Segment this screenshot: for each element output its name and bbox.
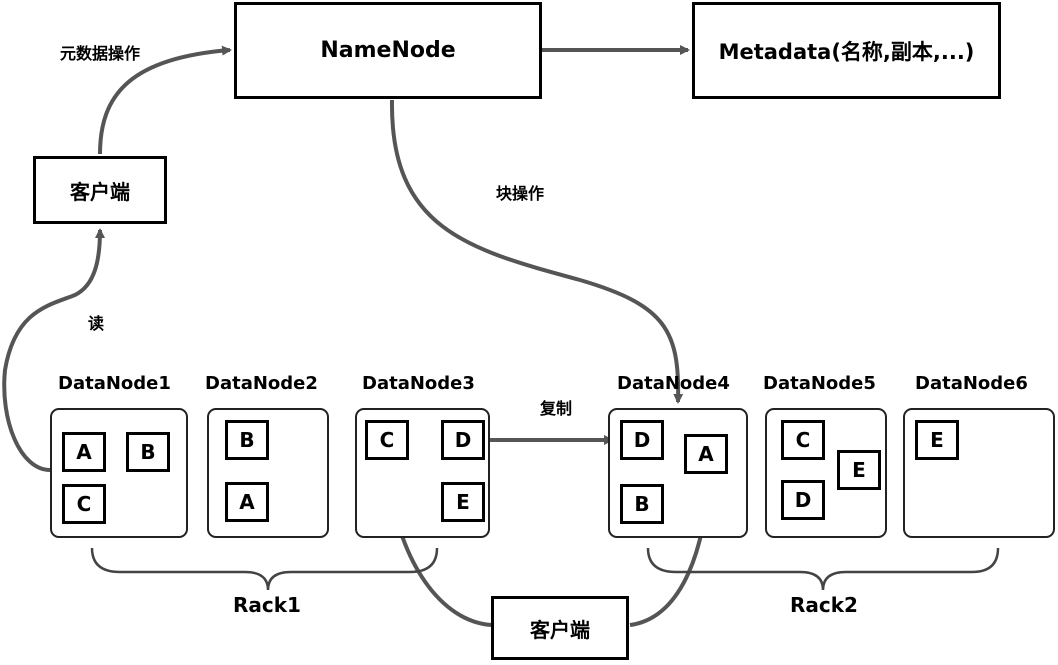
datanode1-box: A B C — [50, 408, 188, 538]
datanode3-box: C D E — [355, 408, 490, 538]
block-e: E — [837, 450, 881, 490]
rack2-brace — [646, 547, 1000, 591]
block-e: E — [915, 420, 959, 460]
block-a: A — [225, 482, 269, 522]
replicate-label: 复制 — [540, 399, 573, 418]
block-b: B — [620, 484, 664, 524]
block-d: D — [781, 480, 825, 520]
datanode3-title: DataNode3 — [362, 373, 475, 394]
block-d: D — [441, 420, 485, 460]
rack2-label: Rack2 — [790, 593, 858, 617]
datanode5-title: DataNode5 — [763, 373, 876, 394]
metadata-label: Metadata(名称,副本,...) — [718, 39, 975, 64]
datanode6-box: E — [903, 408, 1055, 538]
datanode5-box: C E D — [765, 408, 887, 538]
block-c: C — [781, 420, 825, 460]
read-label: 读 — [88, 314, 105, 333]
client-top-label: 客户端 — [70, 179, 130, 204]
datanode4-title: DataNode4 — [617, 373, 730, 394]
block-c: C — [365, 420, 409, 460]
datanode2-box: B A — [207, 408, 329, 538]
datanode1-title: DataNode1 — [58, 373, 171, 394]
namenode-label: NameNode — [320, 38, 456, 63]
namenode-box: NameNode — [234, 2, 542, 99]
block-a: A — [684, 434, 728, 474]
datanode2-title: DataNode2 — [205, 373, 318, 394]
block-e: E — [441, 482, 485, 522]
metadata-op-label: 元数据操作 — [60, 44, 141, 63]
rack1-brace — [90, 547, 439, 591]
block-op-label: 块操作 — [496, 184, 545, 203]
client-bottom-label: 客户端 — [530, 617, 590, 642]
block-b: B — [225, 420, 269, 460]
metadata-box: Metadata(名称,副本,...) — [692, 2, 1001, 99]
block-a: A — [62, 432, 106, 472]
client-top-box: 客户端 — [33, 156, 167, 224]
client-bottom-box: 客户端 — [491, 596, 629, 660]
datanode6-title: DataNode6 — [915, 373, 1028, 394]
rack1-label: Rack1 — [233, 593, 301, 617]
metadata-op-arrow — [98, 45, 232, 155]
block-op-arrow — [389, 99, 684, 404]
block-b: B — [126, 432, 170, 472]
block-d: D — [620, 420, 664, 460]
datanode4-box: D A B — [608, 408, 748, 538]
block-c: C — [62, 484, 106, 524]
